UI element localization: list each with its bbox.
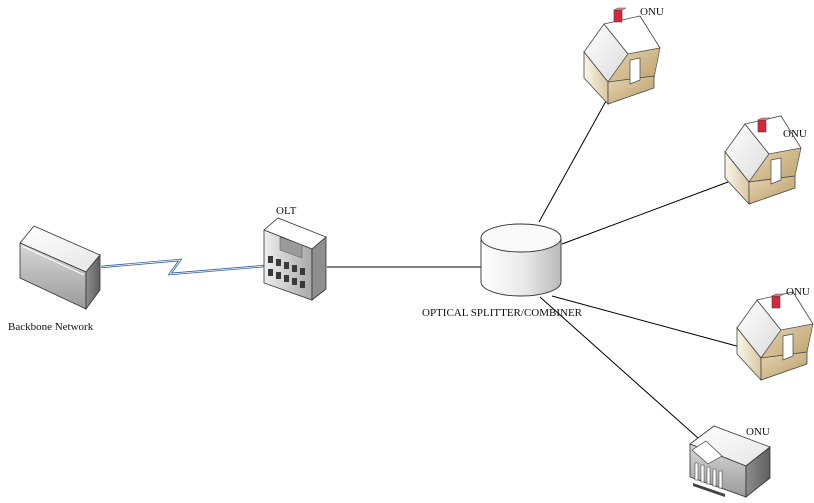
backbone-network-label: Backbone Network [8, 321, 94, 333]
olt-label: OLT [276, 205, 297, 217]
splitter-label: OPTICAL SPLITTER/COMBINER [422, 307, 583, 319]
onu-1-house-icon [583, 7, 661, 106]
connection-lines [327, 82, 745, 439]
splitter-to-onu4-line [539, 296, 699, 439]
onu-4-label: ONU [746, 426, 770, 438]
splitter-cylinder-icon [480, 223, 562, 297]
onu-2-label: ONU [783, 128, 807, 140]
splitter-to-onu2-line [561, 181, 729, 245]
splitter-to-onu1-line [538, 82, 617, 223]
splitter-to-onu3-line [551, 295, 745, 349]
olt-building-icon [263, 217, 327, 301]
backbone-server-box-icon [19, 225, 101, 311]
onu-2-house-icon [724, 115, 802, 206]
onu-4-bank-building-icon [689, 425, 771, 498]
onu-3-label: ONU [786, 286, 810, 298]
wireless-link-line [100, 258, 266, 276]
onu-1-label: ONU [640, 6, 664, 18]
onu-3-house-icon [736, 291, 814, 382]
